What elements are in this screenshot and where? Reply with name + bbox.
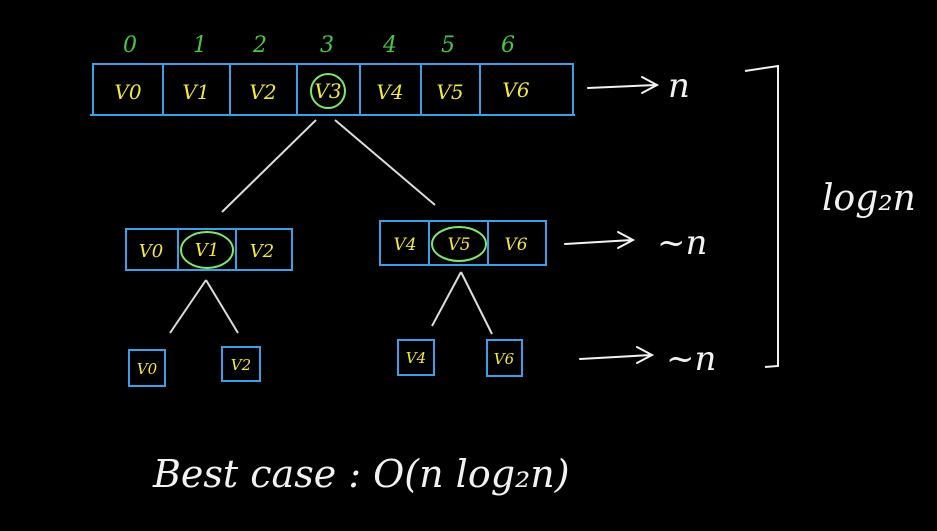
pivot-circle-left (180, 231, 234, 269)
level1-left-array (125, 228, 293, 271)
level1-left-outline (125, 228, 293, 271)
arrow-icon (564, 231, 636, 249)
leaf-box (128, 349, 166, 387)
branch-line (460, 271, 493, 335)
branch-line (169, 279, 207, 334)
branch-line (431, 271, 462, 327)
left-cell-2: V2 (250, 241, 274, 262)
level1-right-array (379, 220, 547, 266)
index-0: 0 (123, 33, 137, 58)
top-cell-6: V6 (502, 78, 529, 102)
top-cell-3: V3 (314, 79, 341, 103)
best-case-label: Best case : O(n log₂n) (152, 452, 570, 496)
cost-level-2: ~n (666, 339, 716, 379)
depth-label: log₂n (822, 178, 916, 219)
level0-branches (221, 119, 436, 213)
left-cell-0: V0 (139, 241, 163, 262)
leaf-value: V6 (494, 350, 515, 368)
top-cell-0: V0 (114, 80, 141, 104)
cost-level-0: n (668, 66, 690, 106)
left-cell-1: V1 (195, 240, 219, 261)
top-cell-5: V5 (436, 80, 463, 104)
index-3: 3 (320, 33, 334, 58)
arrow-icon (579, 346, 655, 364)
index-4: 4 (382, 33, 397, 58)
right-cell-2: V6 (504, 235, 527, 255)
leaf-value: V0 (137, 360, 158, 378)
top-array-indices: 0 1 2 3 4 5 6 (123, 33, 515, 58)
right-cell-0: V4 (393, 235, 416, 255)
branch-line (205, 279, 239, 334)
level1-left-values: V0 V1 V2 (139, 240, 274, 262)
level1-right-outline (379, 220, 547, 266)
top-array-values: V0 V1 V2 V3 V4 V5 V6 (114, 78, 529, 104)
index-1: 1 (193, 33, 207, 58)
index-6: 6 (501, 33, 515, 58)
index-5: 5 (441, 33, 455, 58)
level2-values: V0 V2 V4 V6 (137, 349, 515, 378)
leaf-box (486, 339, 523, 377)
arrow-icon (587, 76, 660, 94)
level-costs: n ~n ~n (657, 66, 716, 379)
pivot-circle-right (431, 226, 487, 262)
leaf-box (397, 339, 435, 376)
top-cell-4: V4 (376, 80, 403, 104)
pivot-circle-top (310, 73, 346, 109)
level1-branches (169, 271, 493, 335)
top-cell-1: V1 (182, 80, 209, 104)
cost-arrows (564, 76, 660, 364)
branch-line (221, 119, 317, 213)
cost-level-1: ~n (657, 223, 707, 263)
leaf-value: V4 (406, 349, 426, 367)
branch-line (334, 119, 436, 206)
depth-bracket (744, 64, 779, 368)
level1-right-values: V4 V5 V6 (393, 235, 527, 255)
top-cell-2: V2 (249, 80, 276, 104)
level2-leaves (128, 339, 523, 387)
index-2: 2 (252, 33, 267, 58)
right-cell-1: V5 (447, 235, 470, 255)
top-array (90, 63, 575, 116)
leaf-box (221, 346, 261, 382)
leaf-value: V2 (231, 356, 251, 374)
